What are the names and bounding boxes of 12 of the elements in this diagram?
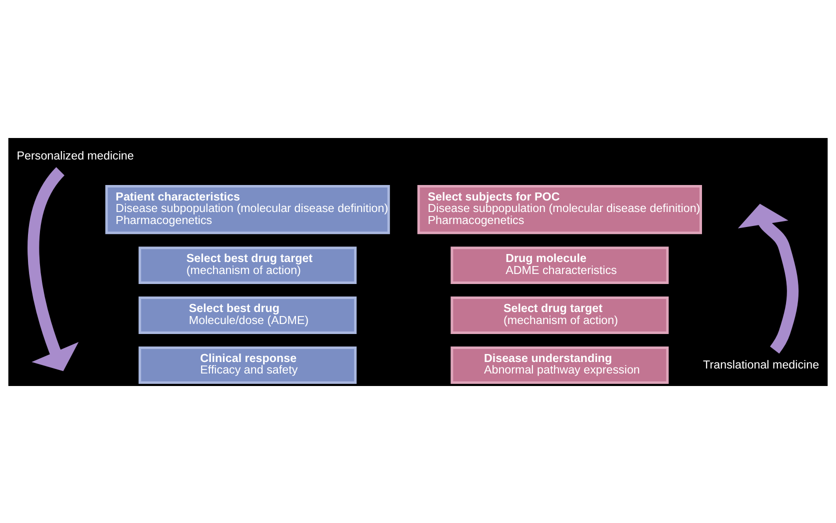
node-box: Select drug target (mechanism of action)	[450, 296, 669, 334]
node-box: Disease understanding Abnormal pathway expression	[450, 346, 669, 384]
node-box: Drug molecule ADME characteristics	[450, 246, 669, 284]
node-box: Patient characteristics Disease subpopulation (molecular disease definition) Pharmacogenetics	[105, 184, 390, 234]
arrow	[28, 167, 79, 371]
node-text: Personalized medicine	[16, 148, 134, 162]
node-box: Select best drug target (mechanism of action)	[138, 246, 357, 284]
node-text: Translational medicine	[703, 358, 820, 371]
node-box: Clinical response Efficacy and safety	[138, 346, 357, 384]
node-box: Select subjects for POC Disease subpopulation (molecular disease definition) Pharmacogenetics	[417, 184, 702, 234]
arrow	[738, 203, 799, 354]
node-box: Select best drug Molecule/dose (ADME)	[138, 296, 357, 334]
